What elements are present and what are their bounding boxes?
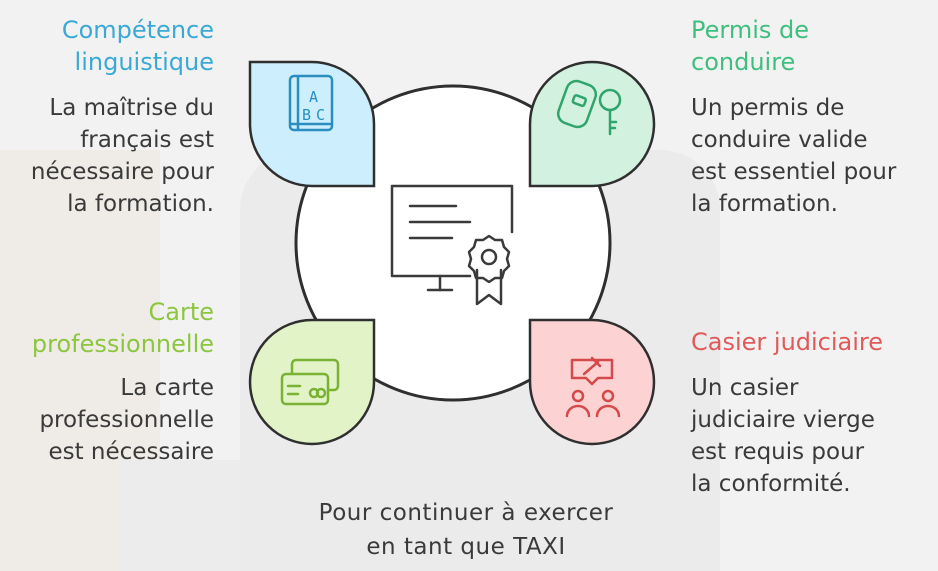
diagram-caption: Pour continuer à exercer en tant que TAX…	[250, 496, 682, 564]
permis-desc-line: Un permis de	[691, 95, 845, 121]
carte-desc-line: professionnelle	[39, 407, 214, 433]
casier-desc-line: Un casier	[691, 375, 799, 401]
carte-description: La carte professionnelle est nécessaire	[10, 372, 214, 468]
competence-desc-line: La maîtrise du	[49, 95, 214, 121]
permis-desc-line: la formation.	[691, 191, 838, 217]
permis-desc-line: est essentiel pour	[691, 159, 897, 185]
carte-title-line: Carte	[148, 298, 214, 326]
permis-title: Permis de conduire	[691, 14, 931, 78]
permis-title-line: Permis de	[691, 16, 810, 44]
casier-desc-line: est requis pour	[691, 439, 865, 465]
competence-title: Compétence linguistique	[20, 14, 214, 78]
background-panel-bottomleft	[120, 460, 240, 571]
casier-desc-line: la conformité.	[691, 471, 851, 497]
competence-desc-line: nécessaire pour	[30, 159, 214, 185]
carte-title: Carte professionnelle	[10, 296, 214, 360]
svg-text:C: C	[316, 106, 325, 124]
gavel-people-icon	[565, 356, 621, 418]
certificate-icon	[390, 184, 514, 306]
petal-permis	[528, 60, 656, 188]
caption-line: en tant que TAXI	[366, 534, 566, 560]
petal-casier	[528, 318, 656, 446]
svg-text:A: A	[309, 88, 318, 106]
competence-desc-line: la formation.	[67, 191, 214, 217]
permis-desc-line: conduire valide	[691, 127, 868, 153]
caption-line: Pour continuer à exercer	[318, 500, 614, 526]
casier-description: Un casier judiciaire vierge est requis p…	[691, 372, 931, 500]
competence-description: La maîtrise du français est nécessaire p…	[10, 92, 214, 220]
carte-desc-line: est nécessaire	[48, 439, 214, 465]
car-key-icon	[556, 79, 622, 136]
casier-title: Casier judiciaire	[691, 326, 931, 358]
permis-title-line: conduire	[691, 48, 796, 76]
card-icon	[280, 358, 340, 406]
svg-text:B: B	[302, 106, 311, 124]
competence-desc-line: français est	[80, 127, 214, 153]
casier-desc-line: judiciaire vierge	[691, 407, 875, 433]
casier-title-line: Casier judiciaire	[691, 328, 884, 356]
carte-desc-line: La carte	[120, 375, 214, 401]
competence-title-line: Compétence	[61, 16, 214, 44]
competence-title-line: linguistique	[74, 48, 214, 76]
permis-description: Un permis de conduire valide est essenti…	[691, 92, 935, 220]
carte-title-line: professionnelle	[31, 330, 214, 358]
abc-book-icon: A B C	[288, 74, 334, 132]
